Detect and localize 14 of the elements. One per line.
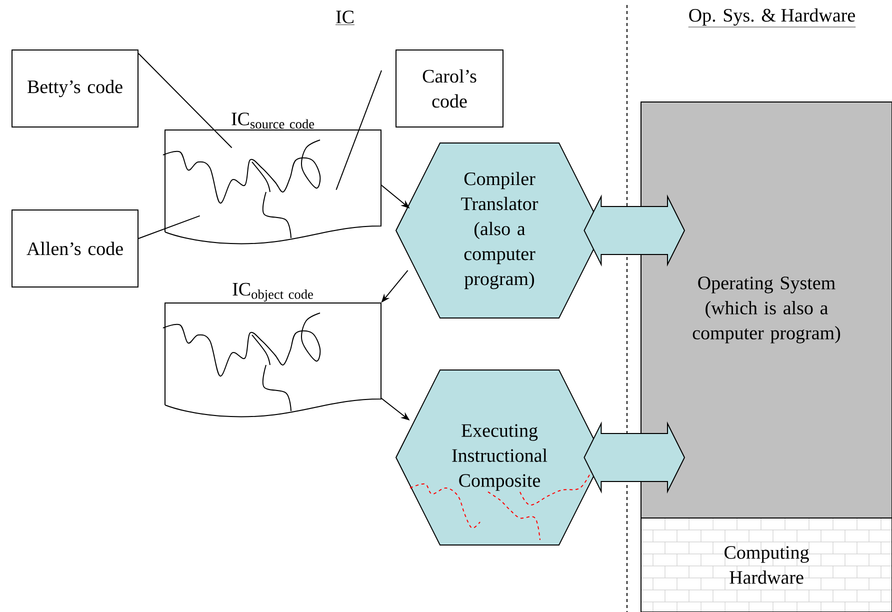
leader-line — [138, 215, 200, 239]
hardware-block: Computing Hardware — [640, 517, 892, 612]
leader-line — [336, 70, 382, 190]
block-arrow — [584, 194, 686, 267]
block-arrow — [584, 421, 686, 494]
column-heading: IC — [335, 10, 355, 25]
code-box: Carol’s code — [396, 49, 504, 128]
os-block: Operating System (which is also a computer program) — [640, 102, 892, 518]
node-label: $\mathrm{IC}_{\mathrm{object\ code}}$ — [232, 282, 313, 302]
column-heading: Op. Sys. & Hardware — [688, 8, 856, 28]
code-box: Betty’s code — [12, 49, 138, 128]
leader-line — [138, 53, 232, 148]
code-box: Allen’s code — [12, 209, 138, 288]
node-label: $\mathrm{IC}_{\mathrm{source\ code}}$ — [232, 112, 314, 129]
